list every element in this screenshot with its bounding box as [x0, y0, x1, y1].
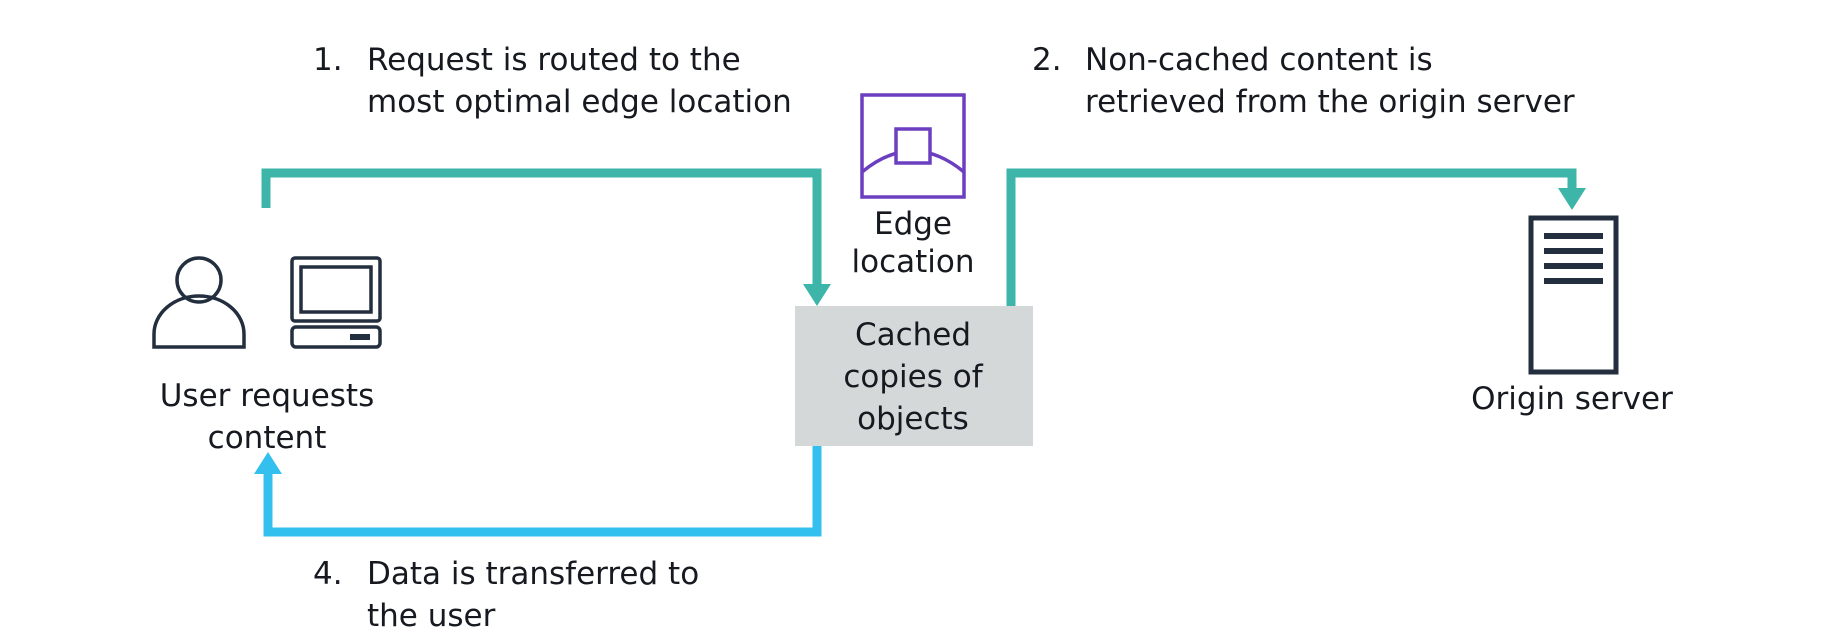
response-arrowhead — [254, 452, 282, 474]
user-icon — [152, 256, 246, 349]
request-arrow — [261, 168, 822, 288]
server-icon — [1528, 215, 1619, 375]
user-label-line2: content — [208, 420, 327, 456]
step2-line2: retrieved from the origin server — [1085, 84, 1575, 120]
edge-location-icon — [860, 93, 966, 199]
edge-location-label-line2: location — [851, 244, 974, 280]
cache-label-line2: copies of — [843, 359, 983, 395]
origin-fetch-arrow — [1006, 168, 1577, 306]
step1-number: 1. — [313, 42, 343, 78]
step2-number: 2. — [1032, 42, 1062, 78]
step1-line1: Request is routed to the — [367, 42, 741, 78]
step1-line2: most optimal edge location — [367, 84, 792, 120]
user-label-line1: User requests — [160, 378, 375, 414]
cache-label-line3: objects — [857, 401, 969, 437]
step4-line1: Data is transferred to — [367, 556, 699, 592]
origin-fetch-arrowhead — [1558, 188, 1586, 210]
cache-box — [795, 306, 1033, 446]
origin-server-label: Origin server — [1471, 381, 1673, 417]
response-arrow — [263, 445, 822, 537]
computer-icon — [290, 256, 382, 349]
request-arrowhead — [803, 284, 831, 306]
edge-location-label-line1: Edge — [874, 206, 952, 242]
step4-number: 4. — [313, 556, 343, 592]
step2-line1: Non-cached content is — [1085, 42, 1433, 78]
cache-label-line1: Cached — [855, 317, 971, 353]
step4-line2: the user — [367, 598, 496, 634]
